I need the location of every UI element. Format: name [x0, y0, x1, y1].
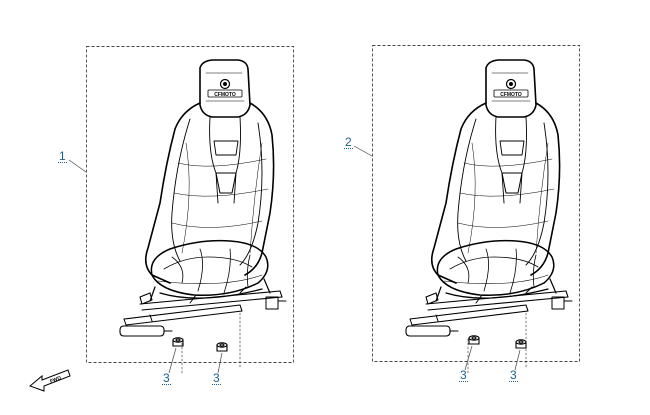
nut-left-b-drawing[interactable] — [216, 342, 228, 352]
callout-2[interactable]: 2 — [344, 135, 353, 149]
front-direction-arrow-icon — [29, 369, 71, 392]
leader-line-1 — [68, 159, 87, 173]
leader-line-2 — [353, 145, 373, 157]
callout-1[interactable]: 1 — [58, 149, 67, 163]
leader-line-3d — [514, 349, 521, 371]
callout-3-left-a[interactable]: 3 — [162, 371, 171, 385]
seat-2-group-frame — [372, 45, 580, 362]
seat-1-drawing[interactable] — [119, 59, 287, 374]
nut-right-a-drawing[interactable] — [468, 335, 480, 345]
callout-3-right-a[interactable]: 3 — [459, 368, 468, 382]
leader-line-3b — [217, 352, 223, 374]
front-direction-label: FWD — [49, 375, 62, 385]
seat-2-drawing[interactable] — [405, 59, 573, 374]
seat-1-group-frame — [86, 46, 294, 363]
callout-3-left-b[interactable]: 3 — [212, 371, 221, 385]
seat-2-logo-text: CFMOTO — [500, 92, 522, 98]
nut-right-b-drawing[interactable] — [515, 339, 527, 349]
nut-left-a-drawing[interactable] — [172, 337, 184, 347]
callout-3-right-b[interactable]: 3 — [509, 368, 518, 382]
leader-line-3a — [168, 347, 177, 374]
leader-line-3c — [464, 345, 473, 371]
seat-1-logo-text: CFMOTO — [214, 92, 236, 98]
